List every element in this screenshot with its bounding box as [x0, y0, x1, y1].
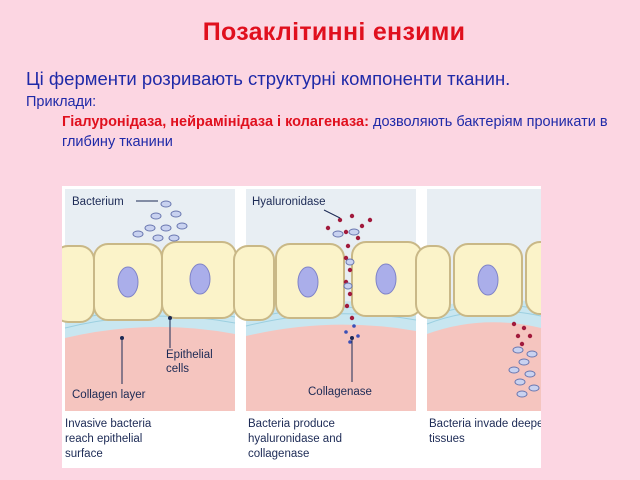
panel-1-label-collagen: Collagen layer: [72, 389, 146, 401]
panel-1: Bacterium Epithelial cells Collagen laye…: [62, 189, 237, 460]
panel-1-label-epithelial: Epithelial: [166, 349, 213, 361]
panel-2-nucleus: [297, 266, 319, 298]
panel-3-enzymes: [511, 321, 533, 347]
panel-3-nucleus: [477, 264, 499, 296]
panel-2-bacteria: [332, 228, 360, 290]
panel-1-bacteria: [132, 200, 188, 242]
panel-1-caption-line-1: Invasive bacteria: [65, 418, 152, 430]
panel-2-label-collagenase: Collagenase: [308, 386, 372, 398]
panel-1-tissue: [65, 323, 235, 411]
panel-1-top-label: Bacterium: [72, 196, 124, 208]
panel-2-caption-line-2: hyaluronidase and: [248, 433, 342, 445]
examples-text: Гіалуронідаза, нейрамінідаза і колагеназ…: [62, 112, 622, 152]
panel-2-cell-left: [233, 245, 275, 321]
panel-2-caption-line-1: Bacteria produce: [248, 418, 335, 430]
panel-3: Bacteria invade deeper tissues: [415, 189, 541, 445]
panel-2: Hyaluronidase Collagenase Bacteria produ…: [233, 189, 423, 460]
panel-2-caption-line-3: collagenase: [248, 448, 309, 460]
panel-2-top-label: Hyaluronidase: [252, 196, 326, 208]
page-title: Позаклітинні ензими: [202, 18, 466, 46]
panel-2-tissue: [246, 321, 416, 411]
panel-1-caption-line-2: reach epithelial: [65, 433, 142, 445]
enzymes-list: Гіалуронідаза, нейрамінідаза і колагеназ…: [62, 114, 369, 130]
panel-1-nucleus: [117, 266, 139, 298]
panel-3-caption-line-2: tissues: [429, 433, 465, 445]
panel-2-enzymes: [325, 213, 373, 344]
intro-text: Ці ферменти розривають структурні компон…: [26, 68, 511, 89]
panel-1-nucleus-2: [189, 263, 211, 295]
panel-2-hyaluronidase-pointer: [323, 209, 341, 219]
panel-1-cell-left: [62, 245, 95, 323]
panel-3-bacteria: [508, 346, 540, 398]
panel-3-caption-line-1: Bacteria invade deeper: [429, 418, 541, 430]
panel-2-nucleus-2: [375, 263, 397, 295]
examples-label: Приклади:: [26, 94, 97, 110]
panel-3-tissue: [427, 318, 541, 411]
panel-1-label-cells: cells: [166, 363, 189, 375]
invasion-figure: Bacterium Epithelial cells Collagen laye…: [62, 186, 541, 468]
enzymes-effect: дозволяють бактеріям проникати в глибину…: [62, 114, 608, 150]
panel-3-cell-left: [415, 245, 451, 319]
panel-1-caption-line-3: surface: [65, 448, 103, 460]
panel-3-cell-right: [525, 241, 541, 315]
